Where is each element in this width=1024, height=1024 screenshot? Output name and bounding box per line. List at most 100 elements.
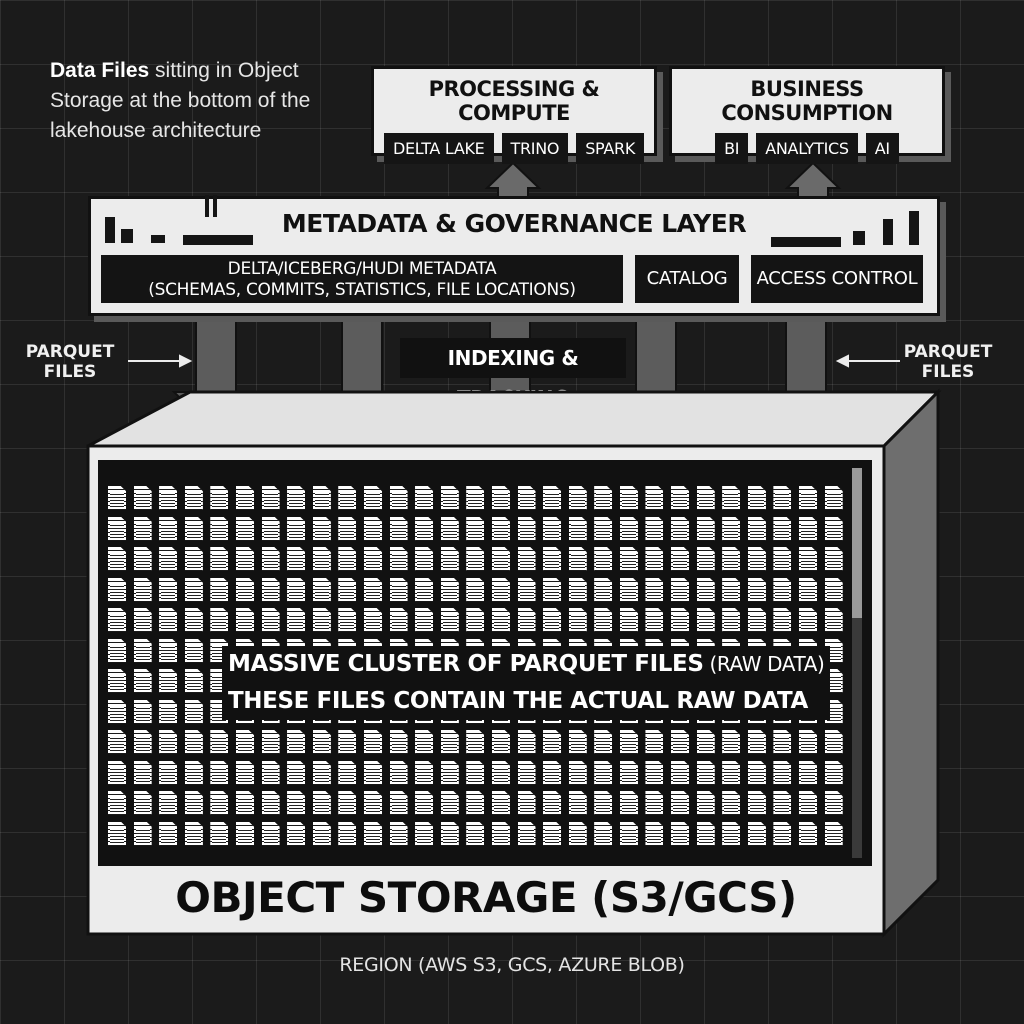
parquet-file-icon [108, 821, 126, 846]
parquet-file-icon [824, 516, 843, 541]
parquet-file-icon [133, 486, 152, 510]
parquet-file-icon [184, 486, 203, 510]
parquet-file-icon [645, 547, 664, 571]
parquet-file-icon [415, 821, 434, 846]
parquet-file-icon [747, 516, 766, 541]
parquet-file-icon [619, 730, 638, 754]
parquet-file-icon [133, 638, 152, 663]
parquet-file-icon [108, 699, 126, 724]
parquet-file-icon [594, 516, 613, 541]
parquet-file-icon [210, 516, 229, 541]
parquet-file-panel: MASSIVE CLUSTER OF PARQUET FILES (RAW DA… [98, 460, 872, 866]
file-panel-scrollbar[interactable] [852, 468, 862, 858]
parquet-file-icon [722, 577, 741, 602]
parquet-file-icon [543, 577, 562, 602]
parquet-file-icon [824, 608, 843, 632]
chip-trino: TRINO [501, 133, 569, 164]
parquet-file-icon [235, 516, 254, 541]
parquet-left-line2: FILES [43, 362, 97, 382]
parquet-file-icon [799, 577, 818, 602]
business-chips: BI ANALYTICS AI [672, 133, 942, 164]
parquet-file-icon [108, 516, 126, 541]
parquet-file-icon [671, 547, 690, 571]
parquet-file-icon [159, 760, 178, 785]
business-consumption-box: BUSINESS CONSUMPTION BI ANALYTICS AI [669, 66, 945, 164]
parquet-file-icon [261, 791, 280, 815]
parquet-file-icon [671, 730, 690, 754]
parquet-file-icon [543, 608, 562, 632]
chip-ai: AI [865, 133, 899, 164]
parquet-file-icon [747, 760, 766, 785]
parquet-file-icon [696, 516, 715, 541]
processing-chips: DELTA LAKE TRINO SPARK [374, 133, 654, 164]
parquet-file-icon [619, 760, 638, 785]
parquet-file-icon [722, 730, 741, 754]
parquet-file-icon [235, 791, 254, 815]
storage-side-face [882, 388, 940, 938]
parquet-file-icon [159, 730, 178, 754]
parquet-file-icon [261, 730, 280, 754]
parquet-file-icon [261, 821, 280, 846]
parquet-file-icon [210, 730, 229, 754]
parquet-file-icon [159, 669, 178, 693]
parquet-file-icon [466, 547, 485, 571]
parquet-file-icon [824, 821, 843, 846]
parquet-file-icon [363, 730, 382, 754]
decor-stripe [909, 211, 919, 245]
parquet-file-icon [773, 730, 792, 754]
parquet-file-icon [799, 516, 818, 541]
parquet-file-icon [491, 821, 510, 846]
parquet-file-icon [594, 486, 613, 510]
decor-stripe [105, 217, 115, 243]
parquet-file-icon [415, 516, 434, 541]
parquet-file-icon [415, 486, 434, 510]
parquet-file-icon [568, 760, 587, 785]
parquet-file-icon [108, 547, 126, 571]
parquet-file-icon [619, 577, 638, 602]
parquet-file-icon [287, 547, 306, 571]
parquet-file-icon [338, 516, 357, 541]
parquet-file-icon [159, 608, 178, 632]
chip-analytics: ANALYTICS [756, 133, 858, 164]
parquet-files-right: PARQUET FILES [898, 342, 998, 382]
decor-stripe [853, 231, 865, 245]
business-title: BUSINESS CONSUMPTION [721, 77, 893, 125]
parquet-file-icon [415, 608, 434, 632]
parquet-file-icon [517, 486, 536, 510]
parquet-file-icon [108, 577, 126, 602]
parquet-file-icon [671, 608, 690, 632]
parquet-file-icon [568, 608, 587, 632]
parquet-file-icon [671, 760, 690, 785]
parquet-file-icon [210, 486, 229, 510]
parquet-file-icon [747, 821, 766, 846]
parquet-file-icon [824, 730, 843, 754]
parquet-file-icon [517, 791, 536, 815]
parquet-file-icon [312, 516, 331, 541]
parquet-file-icon [363, 516, 382, 541]
parquet-file-icon [235, 577, 254, 602]
metadata-governance-layer: METADATA & GOVERNANCE LAYER DELTA/ICEBER… [88, 195, 940, 316]
parquet-file-icon [389, 547, 408, 571]
parquet-file-icon [824, 760, 843, 785]
parquet-file-icon [363, 791, 382, 815]
decor-stripe [183, 235, 253, 245]
scrollbar-thumb[interactable] [852, 468, 862, 618]
parquet-file-icon [466, 760, 485, 785]
metadata-formats: DELTA/ICEBERG/HUDI METADATA (SCHEMAS, CO… [101, 255, 623, 303]
cluster-line2: THESE FILES CONTAIN THE ACTUAL RAW DATA [222, 683, 831, 720]
parquet-file-icon [184, 760, 203, 785]
parquet-file-icon [491, 577, 510, 602]
parquet-file-icon [696, 791, 715, 815]
parquet-file-icon [491, 760, 510, 785]
side-pointers [128, 354, 900, 368]
parquet-file-icon [312, 730, 331, 754]
parquet-file-icon [773, 760, 792, 785]
parquet-file-icon [671, 791, 690, 815]
parquet-file-icon [491, 486, 510, 510]
caption-rest: sitting in Object Storage at the bottom … [50, 59, 311, 142]
parquet-file-icon [671, 516, 690, 541]
processing-compute-box: PROCESSING & COMPUTE DELTA LAKE TRINO SP… [371, 66, 657, 164]
parquet-file-icon [159, 486, 178, 510]
parquet-file-icon [543, 821, 562, 846]
parquet-file-icon [568, 730, 587, 754]
